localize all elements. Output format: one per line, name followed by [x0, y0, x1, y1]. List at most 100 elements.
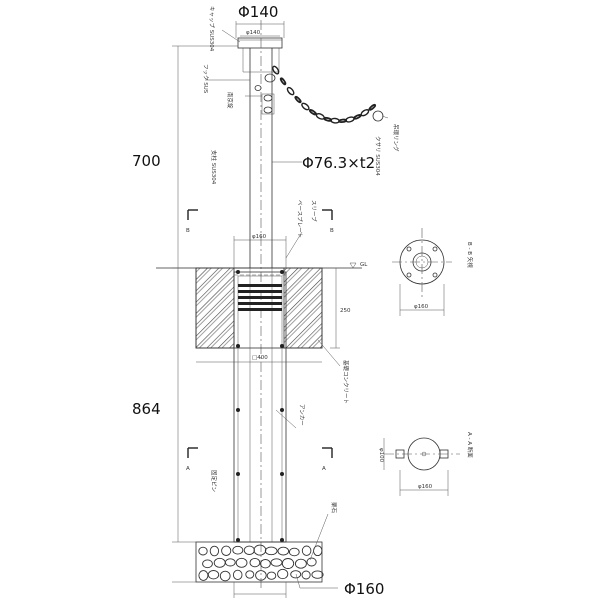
section-a-dim: φ160: [418, 484, 433, 490]
dim-400: □400: [252, 355, 268, 361]
gravel-stone: [249, 557, 261, 568]
dim-700: 700: [132, 152, 161, 170]
sleeve-rib: [238, 308, 282, 311]
bolt: [280, 408, 284, 412]
dimension-700: 700: [132, 45, 238, 269]
chain-link: [353, 114, 362, 120]
chain-link: [345, 116, 355, 123]
gravel-stone: [245, 570, 255, 579]
gravel-stone: [255, 570, 267, 581]
label-gravel: 栗石: [330, 502, 337, 514]
section-b-dim: φ160: [414, 304, 429, 310]
gravel-stone: [294, 558, 307, 569]
label-pin: 固定ピン: [210, 470, 218, 493]
section-b-view: φ160 B - B 矢視: [392, 228, 474, 316]
dimension-bottom: [233, 582, 287, 598]
section-a-view: φ160 φ100 A - A 断面: [378, 432, 474, 496]
sleeve-ribs: [238, 284, 282, 311]
sleeve-rib: [238, 302, 282, 305]
section-a-markers: A A: [186, 447, 333, 472]
gravel-stone: [306, 557, 317, 567]
bolt: [236, 538, 240, 542]
gravel-stone: [198, 546, 208, 556]
gravel-stone: [219, 570, 231, 582]
chain-link: [286, 86, 295, 96]
gravel-base: [195, 541, 324, 583]
gravel-stone: [281, 558, 295, 569]
leaders: [205, 29, 389, 561]
bolt: [280, 538, 284, 542]
gravel-stone: [288, 547, 300, 557]
dimension-250: 250: [330, 268, 351, 349]
section-b-title: B - B 矢視: [466, 242, 474, 268]
callout-base-diameter: Φ160: [344, 580, 384, 598]
chain-hardware: [254, 73, 276, 115]
gravel-stone: [290, 570, 302, 579]
label-hook: フック SUS: [202, 64, 209, 94]
gravel-stone: [311, 570, 324, 579]
bolt: [280, 344, 284, 348]
gravel-stone: [264, 546, 278, 556]
bolt: [236, 472, 240, 476]
gravel-stone: [232, 545, 244, 555]
chain-link: [279, 77, 287, 86]
label-chain: クサリ SUS304: [374, 136, 381, 176]
chain-link: [368, 103, 377, 111]
section-a-height: φ100: [378, 448, 384, 463]
gravel-stone: [277, 546, 290, 556]
gravel-stone: [213, 557, 226, 568]
gravel-stone: [243, 545, 255, 555]
label-base-plate: ベースプレート: [296, 200, 303, 238]
gravel-stone: [260, 559, 271, 569]
dim-864: 864: [132, 400, 161, 418]
label-sleeve: スリーブ: [310, 200, 318, 222]
bolt: [236, 270, 240, 274]
gravel-stone: [253, 544, 267, 556]
sleeve-rib: [238, 296, 282, 299]
label-post: 支柱 SUS304: [210, 150, 218, 185]
chain-link: [360, 109, 370, 117]
gravel-stone: [270, 558, 283, 567]
bolt: [280, 270, 284, 274]
ground-line: GL: [156, 262, 368, 269]
dimension-864: 864: [132, 268, 196, 583]
chain-link: [301, 102, 310, 111]
callout-top-diameter: Φ140: [238, 3, 278, 21]
sleeve-bolts: [236, 270, 284, 542]
chain-link: [308, 109, 317, 116]
gravel-stone: [224, 558, 236, 567]
chain-link: [294, 95, 302, 104]
chain-link: [272, 65, 280, 75]
chain: [272, 65, 377, 124]
section-b-right: B: [330, 228, 334, 234]
sleeve-rib: [238, 284, 282, 287]
dim-250: 250: [340, 308, 351, 314]
gravel-stone: [198, 570, 209, 581]
gravel-stone: [277, 568, 289, 580]
label-concrete: 基礎コンクリート: [342, 360, 350, 404]
label-cap: キャップ SUS304: [208, 6, 215, 52]
section-b-left: B: [186, 228, 190, 234]
gravel-stone: [202, 559, 213, 569]
gravel-stone: [235, 557, 248, 568]
top-cap: [235, 21, 285, 49]
gravel-stone: [301, 545, 312, 556]
section-a-right: A: [322, 466, 326, 472]
dim-cap-small: φ140: [246, 30, 261, 36]
gravel-stone: [221, 545, 232, 556]
section-a-title: A - A 断面: [466, 432, 474, 458]
dimension-400: □400: [196, 355, 322, 363]
dim-sleeve: φ160: [252, 234, 267, 240]
gravel-stone: [301, 570, 311, 580]
gravel-stone: [207, 570, 220, 580]
foundation: [195, 267, 323, 349]
gravel-stone: [209, 545, 220, 557]
section-b-markers: B B: [186, 209, 334, 234]
label-padlock: 南京錠: [226, 92, 234, 109]
section-a-left: A: [186, 466, 190, 472]
label-ring: 吊環リング: [392, 124, 400, 152]
ground-label: GL: [360, 262, 368, 268]
bolt: [236, 344, 240, 348]
chain-link: [338, 118, 348, 123]
